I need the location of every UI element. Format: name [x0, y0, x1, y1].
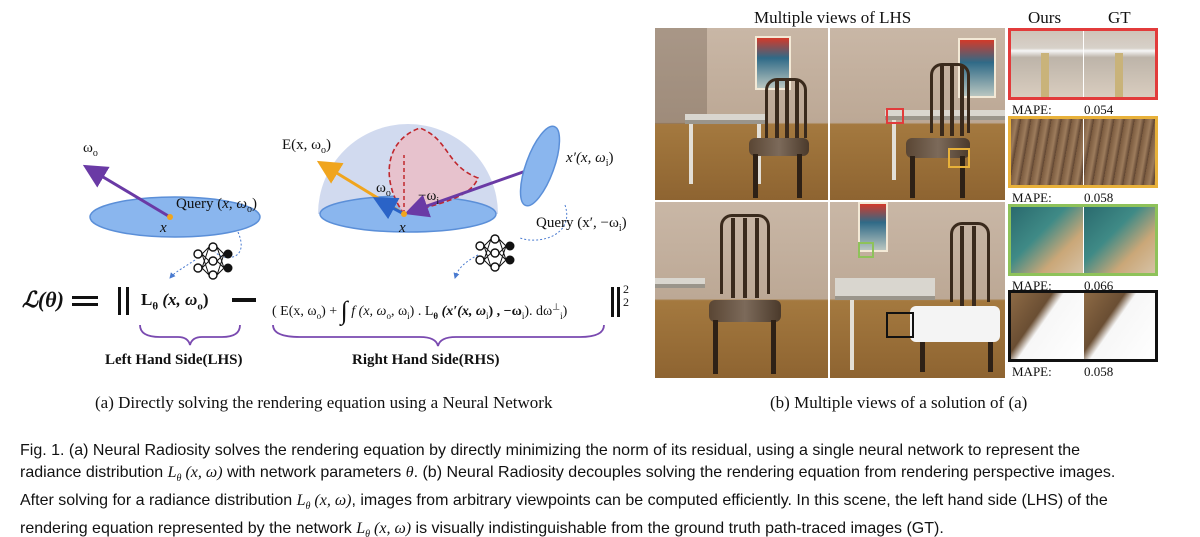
crop-marker-red [886, 108, 904, 124]
x-label-mid: x [399, 220, 406, 236]
crop-red [1008, 28, 1158, 100]
x-label-left: x [160, 220, 167, 236]
omega-o-label-mid: ωo [376, 180, 391, 199]
rendering-equation-diagram [72, 124, 620, 347]
view-3 [655, 202, 828, 378]
caption-line-4: rendering equation represented by the ne… [20, 520, 944, 537]
view-1 [655, 28, 828, 200]
mape-1: MAPE:0.054 [1012, 102, 1114, 117]
minus-omega-i-label: −ωi [418, 188, 440, 207]
caption-b: (b) Multiple views of a solution of (a) [770, 393, 1028, 412]
ours-header: Ours [1028, 8, 1062, 27]
neural-network-icon-right [475, 234, 515, 272]
caption-line-1: Fig. 1. (a) Neural Radiosity solves the … [20, 442, 1081, 459]
caption-a: (a) Directly solving the rendering equat… [95, 393, 553, 412]
lhs-expression: Lθ (x, ωo) [141, 290, 209, 313]
omega-o-label-left: ωo [83, 140, 98, 159]
caption-line-3: After solving for a radiance distributio… [20, 492, 1108, 513]
figure-caption: Fig. 1. (a) Neural Radiosity solves the … [20, 440, 1185, 537]
rhs-label: Right Hand Side(RHS) [352, 352, 500, 368]
lhs-label: Left Hand Side(LHS) [105, 352, 243, 368]
omega-o-arrow-left [82, 164, 171, 219]
mape-2: MAPE:0.058 [1012, 190, 1114, 205]
E-label: E(x, ωo) [282, 137, 332, 156]
surface-disk-left [89, 196, 261, 238]
query-label-right: Query (x′, −ωi) [536, 215, 627, 234]
caption-line-2: radiance distribution Lθ (x, ω) with net… [20, 464, 1116, 485]
loss-symbol: ℒ(θ) [22, 287, 64, 312]
crop-marker-yellow [948, 148, 970, 168]
crop-yellow [1008, 116, 1158, 188]
omega-o-arrow-mid [372, 197, 405, 220]
mape-3: MAPE:0.066 [1012, 278, 1114, 293]
rhs-brace [272, 324, 605, 347]
crop-marker-black [886, 312, 914, 338]
crop-marker-green [858, 242, 874, 258]
query-label-left: Query (x, ωo) [176, 196, 257, 215]
gt-header: GT [1108, 8, 1131, 27]
lhs-brace [139, 324, 241, 346]
mape-4: MAPE:0.058 [1012, 364, 1114, 379]
brdf-lobe [388, 127, 480, 215]
x-prime-label: x′(x, ωi) [566, 150, 614, 169]
view-4 [830, 202, 1005, 378]
crop-green [1008, 204, 1158, 276]
incident-arrow [404, 164, 541, 218]
view-2 [830, 28, 1005, 200]
rhs-expression: ( E(x, ωo) + ∫ f (x, ωo, ωi) . Lθ (x′(x,… [272, 296, 568, 325]
neural-network-icon-left [193, 242, 233, 280]
crop-black [1008, 290, 1158, 362]
views-title: Multiple views of LHS [754, 8, 912, 27]
secondary-surface [519, 125, 561, 207]
